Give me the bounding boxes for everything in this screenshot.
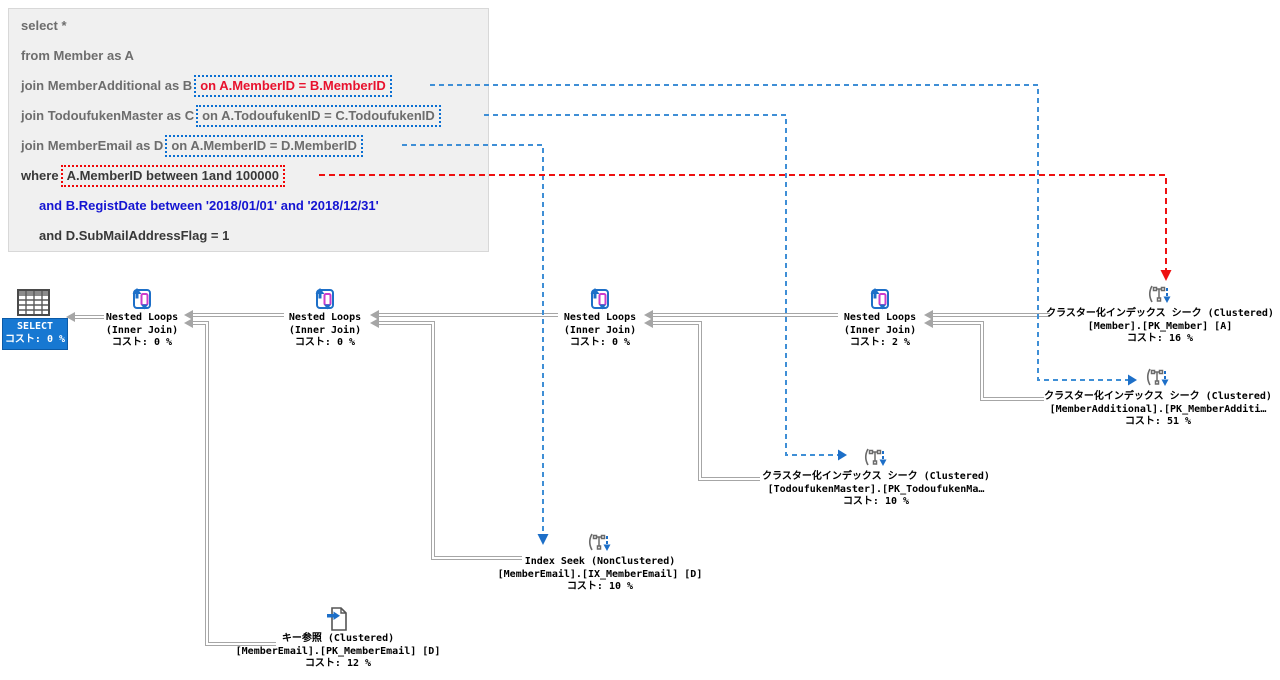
result-table-icon: [17, 289, 50, 316]
node-name: Nested Loops: [563, 312, 637, 323]
plan-node-key-lookup[interactable]: キー参照 (Clustered) [MemberEmail].[PK_Membe…: [208, 606, 468, 671]
nested-loops-icon: [870, 288, 889, 310]
node-cost: コスト: 0 %: [111, 337, 173, 348]
plan-node-seek-member-additional[interactable]: クラスター化インデックス シーク (Clustered) [MemberAddi…: [1028, 366, 1280, 429]
node-name: Nested Loops: [843, 312, 917, 323]
plan-node-nested-loops-4[interactable]: Nested Loops (Inner Join) コスト: 2 %: [820, 287, 940, 350]
node-cost: コスト: 16 %: [1126, 333, 1194, 344]
node-name: クラスター化インデックス シーク (Clustered): [1046, 308, 1274, 319]
highlight-join-b-condition: on A.MemberID = B.MemberID: [194, 75, 392, 97]
nested-loops-icon: [590, 288, 609, 310]
sql-line: select *: [21, 18, 67, 33]
node-cost: コスト: 12 %: [304, 658, 372, 669]
highlight-join-d-condition: on A.MemberID = D.MemberID: [165, 135, 363, 157]
node-cost: コスト: 10 %: [566, 581, 634, 592]
node-subtitle: (Inner Join): [843, 324, 917, 336]
node-subtitle: (Inner Join): [288, 324, 362, 336]
connector-nl3-seek-todoufuken: [648, 321, 760, 481]
highlight-where-condition: A.MemberID between 1and 100000: [60, 165, 285, 187]
node-cost: コスト: 51 %: [1124, 416, 1192, 427]
index-seek-icon: [588, 533, 611, 551]
node-cost: コスト: 0 %: [294, 337, 356, 348]
node-cost: コスト: 10 %: [842, 496, 910, 507]
node-name: Nested Loops: [288, 312, 362, 323]
connector-nl2-index-seek: [374, 321, 522, 560]
plan-node-nested-loops-1[interactable]: Nested Loops (Inner Join) コスト: 0 %: [82, 287, 202, 350]
index-seek-icon: [1148, 285, 1171, 303]
nested-loops-icon: [315, 288, 334, 310]
index-seek-icon: [1146, 368, 1169, 386]
plan-node-index-seek-memberemail[interactable]: Index Seek (NonClustered) [MemberEmail].…: [470, 531, 730, 594]
plan-node-seek-member[interactable]: クラスター化インデックス シーク (Clustered) [Member].[P…: [1030, 283, 1280, 346]
connector-nl4-seek-memberadditional: [928, 321, 1044, 401]
sql-query-panel: select * from Member as A join MemberAdd…: [8, 8, 489, 252]
node-subtitle: (Inner Join): [563, 324, 637, 336]
node-name: キー参照 (Clustered): [281, 633, 395, 644]
plan-node-select[interactable]: SELECT コスト: 0 %: [2, 289, 68, 350]
node-object: [MemberEmail].[IX_MemberEmail] [D]: [497, 568, 703, 580]
plan-node-nested-loops-2[interactable]: Nested Loops (Inner Join) コスト: 0 %: [265, 287, 385, 350]
node-cost: コスト: 0 %: [569, 337, 631, 348]
node-subtitle: (Inner Join): [105, 324, 179, 336]
select-label-box: SELECT コスト: 0 %: [2, 318, 68, 350]
sql-line: and D.SubMailAddressFlag = 1: [39, 228, 230, 243]
node-name: クラスター化インデックス シーク (Clustered): [1044, 391, 1272, 402]
plan-node-nested-loops-3[interactable]: Nested Loops (Inner Join) コスト: 0 %: [540, 287, 660, 350]
node-name: クラスター化インデックス シーク (Clustered): [762, 471, 990, 482]
node-cost: コスト: 2 %: [849, 337, 911, 348]
node-object: [Member].[PK_Member] [A]: [1087, 320, 1233, 332]
annotation-line-join-c: [484, 114, 838, 456]
key-lookup-icon: [327, 607, 347, 631]
node-object: [TodoufukenMaster].[PK_TodoufukenMa…: [767, 483, 985, 495]
annotation-line-join-b: [430, 84, 1128, 381]
index-seek-icon: [864, 448, 887, 466]
node-name: Nested Loops: [105, 312, 179, 323]
connector-nl1-key-lookup: [188, 321, 276, 646]
sql-line: and B.RegistDate between '2018/01/01' an…: [39, 198, 379, 213]
plan-node-seek-todoufuken[interactable]: クラスター化インデックス シーク (Clustered) [Todoufuken…: [746, 446, 1006, 509]
select-label: SELECT: [16, 321, 54, 332]
node-object: [MemberAdditional].[PK_MemberAdditi…: [1049, 403, 1267, 415]
node-name: Index Seek (NonClustered): [524, 556, 676, 567]
node-object: [MemberEmail].[PK_MemberEmail] [D]: [235, 645, 441, 657]
highlight-join-c-condition: on A.TodoufukenID = C.TodoufukenID: [196, 105, 441, 127]
nested-loops-icon: [132, 288, 151, 310]
select-cost: コスト: 0 %: [4, 333, 66, 345]
sql-line: from Member as A: [21, 48, 134, 63]
